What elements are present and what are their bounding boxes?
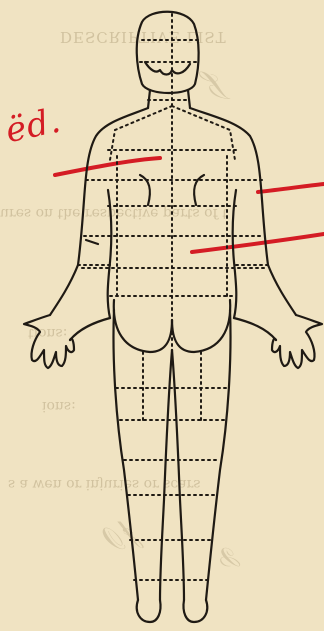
document-page: DESCRIPTIVE LIST ures on the respective … bbox=[0, 0, 324, 631]
body-back-view-icon bbox=[0, 0, 324, 631]
